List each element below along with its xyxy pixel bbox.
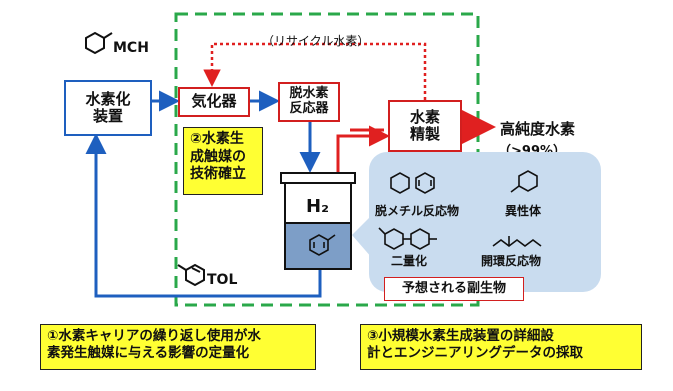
hydrogenation-unit: 水素化 装置 xyxy=(64,80,152,136)
hydrogen-purification: 水素 精製 xyxy=(388,100,462,152)
byproduct-structures xyxy=(378,170,542,250)
tank-toluene-icon xyxy=(309,234,336,256)
recycle-hydrogen-label: （リサイクル水素） xyxy=(262,34,370,48)
callout-tail xyxy=(352,215,372,258)
product-name: 高純度水素 xyxy=(500,120,576,138)
flow-toluene-return xyxy=(85,133,322,298)
vaporizer: 気化器 xyxy=(178,87,250,117)
byproduct-panel: 脱メチル反応物 異性体 二量化 開環反応物 xyxy=(369,152,601,292)
recycle-hydrogen-line xyxy=(203,42,427,100)
dehydrogenation-reactor: 脱水素 反応器 xyxy=(278,82,340,122)
tol-structure xyxy=(177,263,205,287)
tank-liquid xyxy=(286,222,350,268)
byproduct-demethylation: 脱メチル反応物 xyxy=(375,204,460,218)
flow-hydrogen-to-purification xyxy=(336,125,390,172)
task-3-small-scale-design: ③小規模水素生成装置の詳細設 計とエンジニアリングデータの採取 xyxy=(360,324,642,370)
byproduct-caption: 予想される副生物 xyxy=(384,277,524,301)
byproduct-isomer: 異性体 xyxy=(505,204,542,218)
ring-opening-icon xyxy=(492,239,542,247)
byproduct-ring-opening: 開環反応物 xyxy=(481,254,542,268)
mch-structure xyxy=(85,31,113,55)
tank-body xyxy=(284,182,352,270)
tol-label: TOL xyxy=(207,272,238,288)
cyclohexane-icon xyxy=(390,172,410,194)
tank-hydrogen-label: H₂ xyxy=(306,196,329,217)
dimer-ring-a-icon xyxy=(384,228,404,250)
benzene-icon xyxy=(415,172,435,194)
isomer-icon xyxy=(518,170,538,192)
mch-label: MCH xyxy=(113,40,149,56)
byproduct-dimer: 二量化 xyxy=(391,254,428,268)
task-2-catalyst: ②水素生 成触媒の 技術確立 xyxy=(183,127,263,195)
dimer-ring-b-icon xyxy=(410,228,430,250)
task-1-carrier-reuse: ①水素キャリアの繰り返し使用が水 素発生触媒に与える影響の定量化 xyxy=(40,324,316,370)
